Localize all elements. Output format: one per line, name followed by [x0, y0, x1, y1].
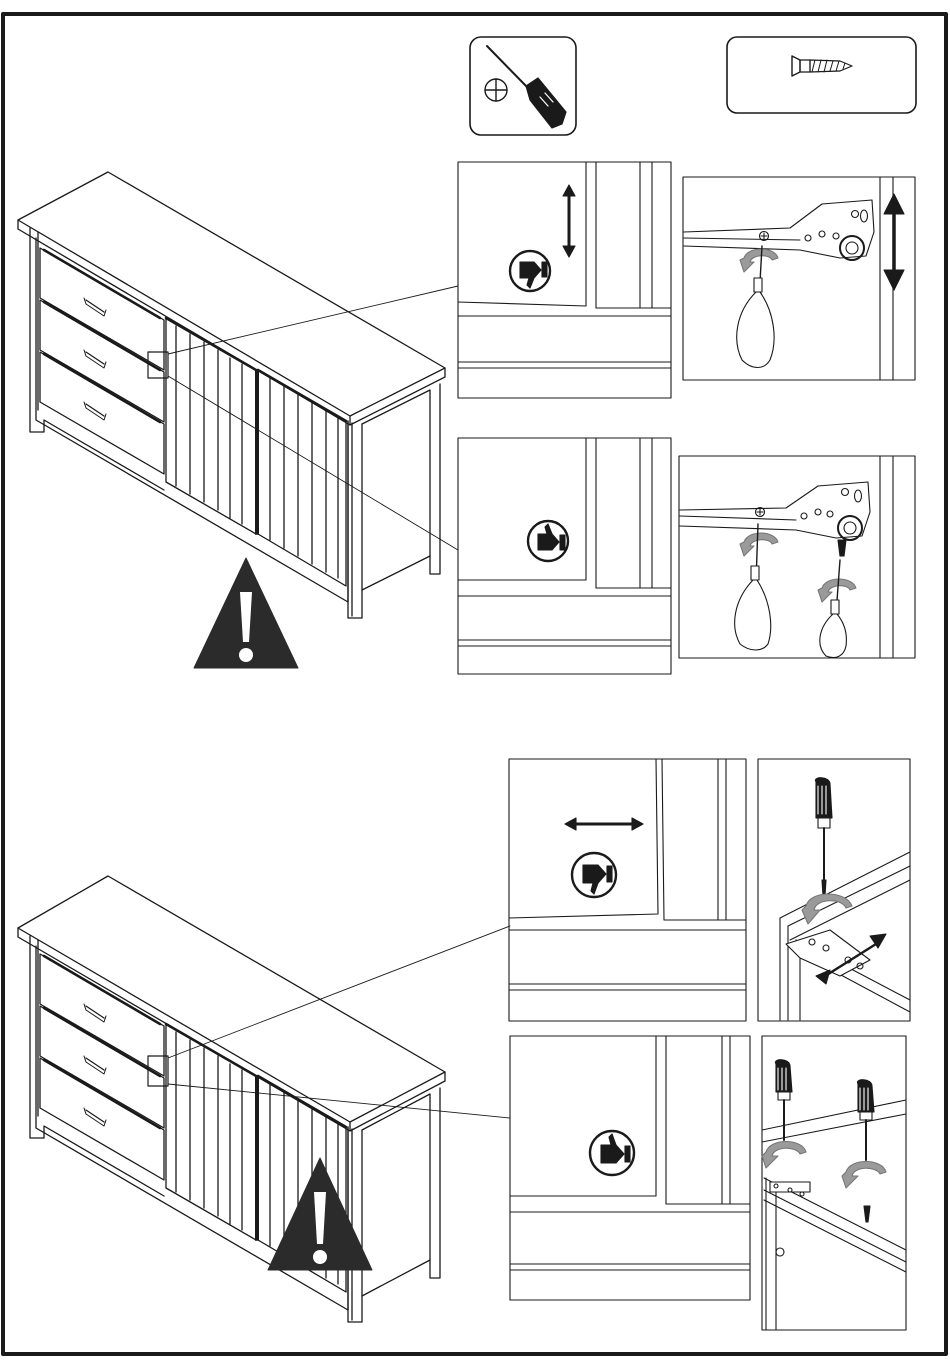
horizontal-adjust-arrow: [565, 818, 643, 830]
screw-hardware-box: [727, 37, 916, 113]
step-2-hinge-adjust-detail: [758, 759, 910, 1021]
step-1-hinge-adjust-detail: [683, 177, 915, 380]
warning-exclamation-icon: [194, 558, 298, 668]
vertical-adjust-arrow: [884, 194, 904, 290]
phillips-screwdriver-icon: [487, 46, 566, 128]
thumbs-down-icon: [572, 853, 616, 897]
step-1-correct-detail: [458, 438, 671, 674]
countersunk-wood-screw-icon: [792, 56, 852, 76]
step-1-hinge-tighten-detail: [679, 456, 915, 658]
step-2-cabinet-illustration: [18, 876, 445, 1322]
turn-arrow-icon: [740, 249, 778, 272]
step-1-cabinet-illustration: [18, 172, 445, 618]
screwdriver-icon: [815, 778, 832, 896]
step-2-correct-detail: [510, 1036, 750, 1300]
screwdriver-tool-box: [470, 37, 576, 135]
hinge-screw-icon: [760, 232, 769, 241]
step-1-incorrect-detail: [458, 162, 671, 398]
screwdriver-icon: [775, 1060, 792, 1140]
thumbs-down-icon: [510, 251, 550, 291]
thumbs-up-icon: [590, 1131, 634, 1175]
phillips-cross-icon: [485, 79, 507, 101]
screwdriver-icon: [857, 1080, 874, 1160]
step-2-hinge-tighten-detail: [762, 1036, 906, 1330]
vertical-adjust-arrow: [563, 185, 575, 257]
step-2-incorrect-detail: [509, 759, 746, 1021]
thumbs-up-icon: [528, 521, 568, 561]
